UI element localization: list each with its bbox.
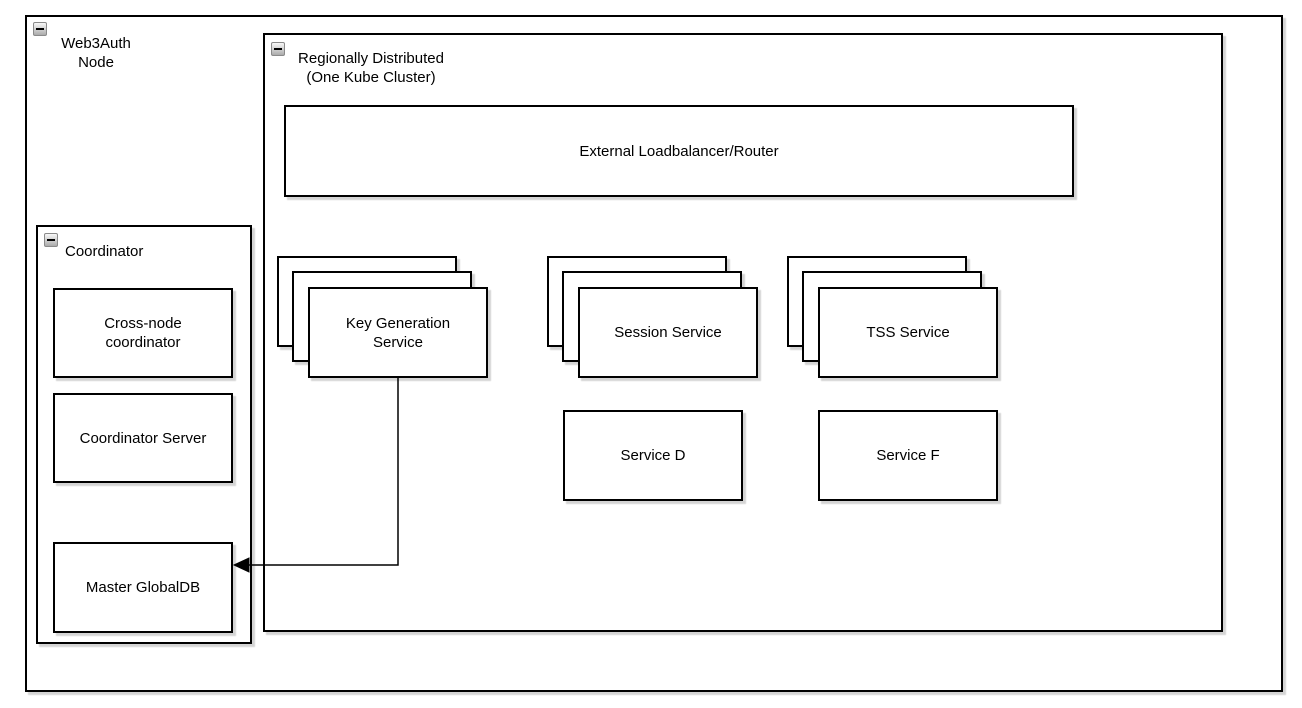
node-key-generation-service[interactable]: Key Generation Service — [308, 287, 488, 378]
node-service-d[interactable]: Service D — [563, 410, 743, 501]
node-coordinator-server[interactable]: Coordinator Server — [53, 393, 233, 483]
node-service-f-label: Service F — [876, 447, 940, 464]
node-external-loadbalancer[interactable]: External Loadbalancer/Router — [284, 105, 1074, 197]
container-coordinator-label: Coordinator — [65, 243, 144, 260]
stack-session-service[interactable]: Session Service — [547, 256, 758, 378]
node-session-service[interactable]: Session Service — [578, 287, 758, 378]
node-tss-service[interactable]: TSS Service — [818, 287, 998, 378]
collapse-icon[interactable] — [33, 22, 47, 36]
node-session-service-label: Session Service — [614, 324, 722, 341]
node-master-globaldb-label: Master GlobalDB — [85, 579, 201, 596]
node-service-f[interactable]: Service F — [818, 410, 998, 501]
stack-key-generation-service[interactable]: Key Generation Service — [277, 256, 488, 378]
collapse-icon[interactable] — [44, 233, 58, 247]
node-coordinator-server-label: Coordinator Server — [79, 429, 207, 447]
node-cross-node-coordinator[interactable]: Cross-node coordinator — [53, 288, 233, 378]
container-web3auth-node-label: Web3Auth Node — [61, 35, 131, 71]
node-cross-node-coordinator-label: Cross-node coordinator — [104, 315, 182, 351]
minus-icon — [274, 48, 282, 50]
stack-tss-service[interactable]: TSS Service — [787, 256, 998, 378]
node-tss-service-label: TSS Service — [866, 324, 950, 341]
collapse-icon[interactable] — [271, 42, 285, 56]
node-master-globaldb[interactable]: Master GlobalDB — [53, 542, 233, 633]
minus-icon — [36, 28, 44, 30]
container-regionally-distributed-label: Regionally Distributed (One Kube Cluster… — [298, 50, 444, 86]
node-external-loadbalancer-label: External Loadbalancer/Router — [579, 142, 779, 160]
node-key-generation-service-label: Key Generation Service — [345, 314, 451, 351]
node-service-d-label: Service D — [620, 447, 686, 464]
minus-icon — [47, 239, 55, 241]
